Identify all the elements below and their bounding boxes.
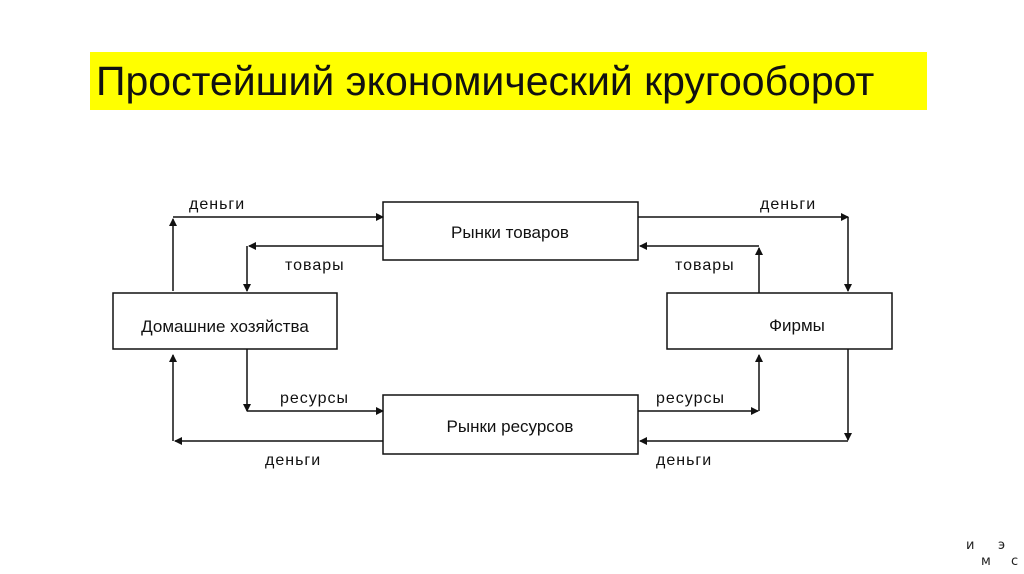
flow-label-money: деньги xyxy=(189,196,245,213)
firms-box xyxy=(666,292,893,350)
logo-letter: м xyxy=(981,554,991,569)
flow-label-goods: товары xyxy=(285,257,345,274)
logo-letter: э xyxy=(998,538,1006,553)
flow-label-money: деньги xyxy=(265,452,321,469)
households-box xyxy=(112,292,338,350)
slide-title: Простейший экономический кругооборот xyxy=(90,52,927,110)
goods-market-label: Рынки товаров xyxy=(451,223,569,242)
flow-label-goods: товары xyxy=(675,257,735,274)
logo-letter: с xyxy=(1011,554,1019,569)
resource-market-box xyxy=(382,394,639,455)
goods-market-box xyxy=(382,201,639,261)
logo-letter: и xyxy=(966,538,975,553)
flow-label-resources: ресурсы xyxy=(280,390,349,407)
flow-label-resources: ресурсы xyxy=(656,390,725,407)
firms-label: Фирмы xyxy=(769,316,825,335)
resource-market-label: Рынки ресурсов xyxy=(447,417,574,436)
flow-label-money: деньги xyxy=(760,196,816,213)
flow-label-money: деньги xyxy=(656,452,712,469)
households-label: Домашние хозяйства xyxy=(141,317,309,336)
